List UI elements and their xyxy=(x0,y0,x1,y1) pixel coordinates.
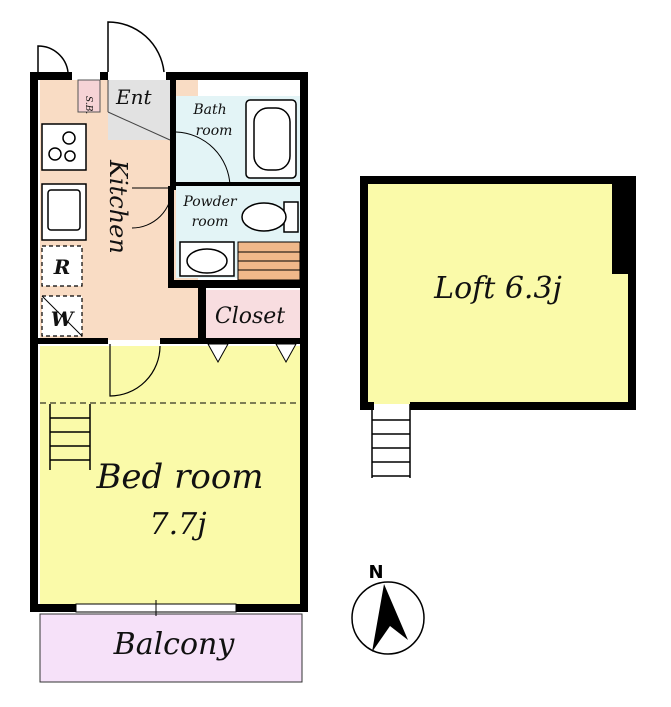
closet-floor xyxy=(206,290,300,340)
toilet xyxy=(241,201,299,233)
interior-walls xyxy=(38,80,300,344)
bath-door-swing xyxy=(175,131,231,187)
washer-label: W xyxy=(51,307,76,331)
bathtub xyxy=(245,99,297,179)
kitchen-sink xyxy=(41,183,87,241)
bath-label-2: room xyxy=(196,123,233,139)
closet-label: Closet xyxy=(215,304,285,329)
bath-label-1: Bath xyxy=(192,102,226,118)
sb-label: S.B. xyxy=(83,96,93,114)
loft-ladder xyxy=(371,404,411,478)
front-door-swing xyxy=(37,21,165,73)
compass: N xyxy=(351,562,425,655)
ent-label: Ent xyxy=(115,85,152,109)
compass-north-label: N xyxy=(368,562,383,583)
bedroom-ladder xyxy=(49,404,91,470)
balcony-label: Balcony xyxy=(113,627,236,662)
refrigerator: R xyxy=(41,245,83,287)
bedroom-floor xyxy=(40,346,300,606)
refrigerator-label: R xyxy=(53,255,71,279)
kitchen-label: Kitchen xyxy=(104,159,132,254)
bedroom-label: Bed room xyxy=(95,457,263,497)
closet-doors xyxy=(207,343,297,364)
powder-label-1: Powder xyxy=(182,194,238,210)
bedroom-size-label: 7.7j xyxy=(149,507,206,542)
entrance-step-line xyxy=(107,111,171,141)
bedroom-window xyxy=(75,600,237,616)
stove xyxy=(41,123,87,171)
kitchen-door-swing xyxy=(131,187,173,229)
compass-needle-icon xyxy=(372,584,408,652)
loft-floor xyxy=(366,184,628,404)
loft-walls xyxy=(360,176,636,410)
washer: W xyxy=(41,295,83,337)
balcony-floor xyxy=(39,613,303,683)
entrance-floor xyxy=(108,80,172,140)
loft-label: Loft 6.3j xyxy=(433,271,562,306)
powder-steps xyxy=(237,241,301,281)
washbasin xyxy=(179,241,235,277)
bedroom-door-swing xyxy=(109,344,161,397)
shoe-box xyxy=(77,79,101,113)
powder-label-2: room xyxy=(192,214,229,230)
